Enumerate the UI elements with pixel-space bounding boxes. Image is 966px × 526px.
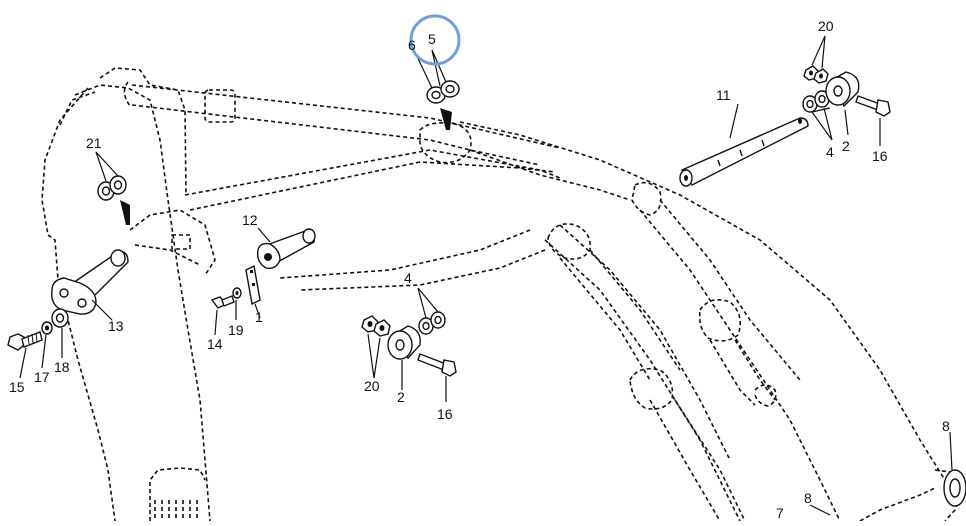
boom-outline <box>41 67 211 522</box>
nuts-20-top <box>803 65 829 84</box>
bolt-15 <box>7 331 43 351</box>
shim-21 <box>97 175 130 225</box>
callout-12[interactable]: 12 <box>242 212 258 228</box>
callout-2-top[interactable]: 2 <box>842 138 850 154</box>
callout-20-center[interactable]: 20 <box>364 378 380 394</box>
shim-5-6 <box>426 80 460 130</box>
bolt-14 <box>210 295 235 309</box>
callout-8-link[interactable]: 8 <box>804 490 812 506</box>
callout-15[interactable]: 15 <box>9 379 25 395</box>
bolt-16-top <box>855 95 891 117</box>
callout-20-top[interactable]: 20 <box>818 18 834 34</box>
callout-1[interactable]: 1 <box>255 309 263 325</box>
callout-7[interactable]: 7 <box>776 505 784 521</box>
shims-4-top <box>802 90 830 113</box>
callout-21[interactable]: 21 <box>86 135 102 151</box>
callout-4-top[interactable]: 4 <box>826 144 834 160</box>
callout-11[interactable]: 11 <box>716 87 731 103</box>
bracket-outline <box>129 209 216 276</box>
bushing-2-top <box>825 71 860 108</box>
callout-19[interactable]: 19 <box>228 322 244 338</box>
washer-8 <box>943 469 966 507</box>
pin-12 <box>256 228 316 270</box>
nuts-20-center <box>361 315 391 337</box>
highlight-circle <box>409 14 461 66</box>
callout-18[interactable]: 18 <box>54 359 70 375</box>
callout-4-center[interactable]: 4 <box>404 270 412 286</box>
bolt-16-center <box>417 353 457 377</box>
plate-1 <box>245 264 261 306</box>
lower-cylinder-outline <box>547 223 777 522</box>
callout-6[interactable]: 6 <box>408 37 416 53</box>
washer-17 <box>41 321 53 335</box>
callout-16-center[interactable]: 16 <box>437 406 453 422</box>
shims-4-center <box>418 311 446 335</box>
callout-labels: 1 2 2 4 4 5 6 7 8 8 11 12 13 14 15 16 16… <box>9 18 950 521</box>
bushing-2-center <box>387 325 421 360</box>
callout-17[interactable]: 17 <box>34 369 50 385</box>
main-arm-outline <box>279 121 946 522</box>
callout-5[interactable]: 5 <box>428 31 436 47</box>
washer-18 <box>51 308 69 328</box>
washer-19 <box>232 287 242 299</box>
callout-14[interactable]: 14 <box>207 336 223 352</box>
callout-16-top[interactable]: 16 <box>872 148 888 164</box>
leader-lines <box>19 35 953 516</box>
callout-8-washer[interactable]: 8 <box>942 418 950 434</box>
callout-13[interactable]: 13 <box>108 318 124 334</box>
callout-2-center[interactable]: 2 <box>397 389 405 405</box>
shaft-11 <box>679 117 809 187</box>
upper-cylinder-outline <box>123 81 561 211</box>
pin-13 <box>51 249 129 315</box>
